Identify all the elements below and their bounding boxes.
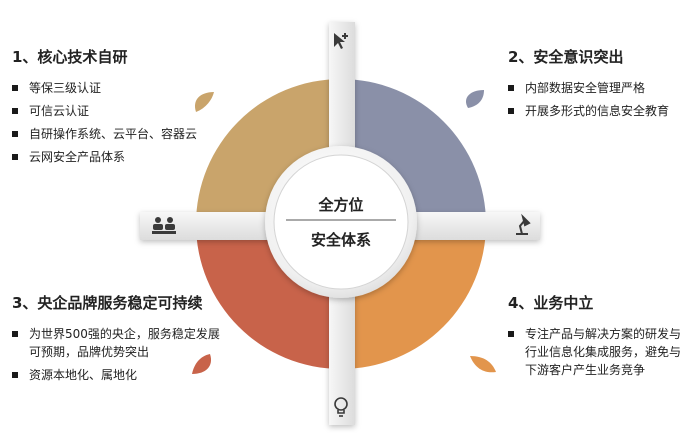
list-item: 资源本地化、属地化 [12, 366, 222, 384]
block-security-awareness: 2、安全意识突出 内部数据安全管理严格 开展多形式的信息安全教育 [508, 46, 688, 125]
block-list: 内部数据安全管理严格 开展多形式的信息安全教育 [508, 79, 688, 120]
quadrant-1-arc [196, 79, 341, 224]
quadrant-3-arc [196, 224, 341, 369]
list-item: 自研操作系统、云平台、容器云 [12, 125, 217, 143]
block-title: 2、安全意识突出 [508, 48, 624, 66]
leaf-bottom-left [192, 354, 212, 374]
pointer-plus-icon [334, 33, 348, 49]
center-disc-inner [273, 154, 409, 290]
quadrant-4-arc [341, 224, 486, 369]
leaf-bottom-right [470, 356, 496, 373]
list-item: 可信云认证 [12, 102, 217, 120]
block-title: 1、核心技术自研 [12, 48, 128, 66]
list-item: 为世界500强的央企，服务稳定发展可预期，品牌优势突出 [12, 325, 222, 361]
list-item: 内部数据安全管理严格 [508, 79, 688, 97]
list-item: 开展多形式的信息安全教育 [508, 102, 688, 120]
block-soe-brand: 3、央企品牌服务稳定可持续 为世界500强的央企，服务稳定发展可预期，品牌优势突… [12, 292, 222, 389]
lightbulb-icon [334, 397, 348, 417]
desk-lamp-icon [516, 213, 531, 235]
block-list: 为世界500强的央企，服务稳定发展可预期，品牌优势突出 资源本地化、属地化 [12, 325, 222, 384]
block-title: 4、业务中立 [508, 294, 594, 312]
block-list: 专注产品与解决方案的研发与行业信息化集成服务，避免与下游客户产生业务竞争 [508, 325, 690, 379]
block-title: 3、央企品牌服务稳定可持续 [12, 294, 203, 312]
center-subtitle: 安全体系 [310, 231, 371, 249]
center-title: 全方位 [318, 196, 364, 214]
leaf-top-right [465, 90, 484, 108]
quadrant-2-arc [341, 79, 486, 224]
team-meeting-icon [152, 217, 176, 234]
block-list: 等保三级认证 可信云认证 自研操作系统、云平台、容器云 云网安全产品体系 [12, 79, 217, 166]
list-item: 等保三级认证 [12, 79, 217, 97]
block-core-tech: 1、核心技术自研 等保三级认证 可信云认证 自研操作系统、云平台、容器云 云网安… [12, 46, 217, 171]
list-item: 云网安全产品体系 [12, 148, 217, 166]
leaf-top-left [194, 92, 214, 112]
block-business-neutral: 4、业务中立 专注产品与解决方案的研发与行业信息化集成服务，避免与下游客户产生业… [508, 292, 690, 384]
list-item: 专注产品与解决方案的研发与行业信息化集成服务，避免与下游客户产生业务竞争 [508, 325, 690, 379]
